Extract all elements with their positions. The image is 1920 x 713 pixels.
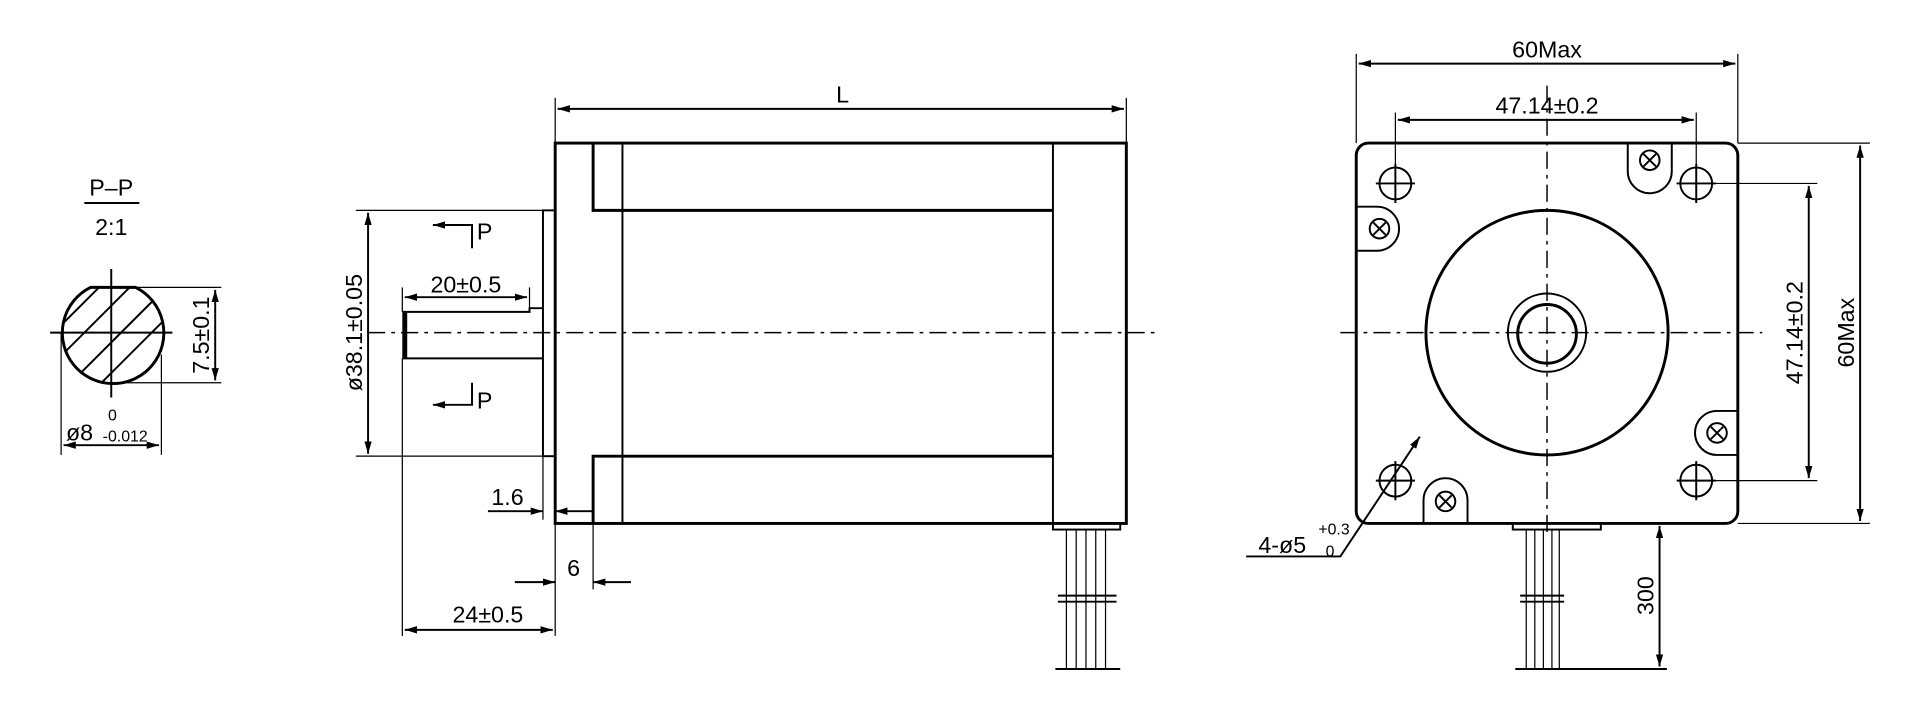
section-scale: 2:1 bbox=[95, 214, 127, 240]
section-arrow-bottom bbox=[432, 382, 474, 409]
flat-dim: 7.5±0.1 bbox=[188, 296, 214, 373]
holes-leader bbox=[1246, 436, 1421, 558]
pilot-height: 1.6 bbox=[491, 484, 523, 510]
section-mark-top: P bbox=[477, 219, 493, 245]
holes-spec: 4-ø5 bbox=[1258, 532, 1306, 558]
width-max: 60Max bbox=[1512, 36, 1582, 62]
mounting-holes bbox=[1375, 163, 1716, 501]
body-recess bbox=[591, 143, 1053, 524]
holes-upper-tol: +0.3 bbox=[1318, 521, 1350, 538]
hole-spacing-v: 47.14±0.2 bbox=[1782, 281, 1808, 384]
shaft-length: 24±0.5 bbox=[452, 601, 523, 627]
lead-wires-front bbox=[1511, 522, 1667, 670]
lead-wires bbox=[1051, 522, 1122, 670]
dia-lower-tol: -0.012 bbox=[103, 428, 148, 445]
holes-lower-tol: 0 bbox=[1326, 543, 1335, 560]
front-view: 60Max 47.14±0.2 47.14±0.2 60Max bbox=[1246, 36, 1870, 670]
dia-value: ø8 bbox=[66, 419, 93, 445]
length-label: L bbox=[836, 82, 849, 108]
section-view: P–P 2:1 7.5±0.1 ø8 0 -0.012 bbox=[50, 175, 222, 455]
dia-upper-tol: 0 bbox=[108, 408, 117, 425]
flange-thickness: 6 bbox=[567, 555, 580, 581]
section-mark-bottom: P bbox=[477, 387, 493, 413]
section-arrow-top bbox=[432, 221, 474, 249]
side-view: L ø38.1±0.05 20±0.5 P P 1.6 6 24±0.5 bbox=[341, 82, 1157, 670]
screws bbox=[1356, 143, 1738, 524]
section-title: P–P bbox=[89, 175, 133, 201]
pilot-dia: ø38.1±0.05 bbox=[341, 274, 367, 391]
shaft-section bbox=[60, 285, 166, 386]
shaft bbox=[402, 307, 543, 360]
flat-length: 20±0.5 bbox=[430, 271, 501, 297]
height-max: 60Max bbox=[1833, 297, 1859, 367]
lead-length: 300 bbox=[1632, 576, 1658, 615]
